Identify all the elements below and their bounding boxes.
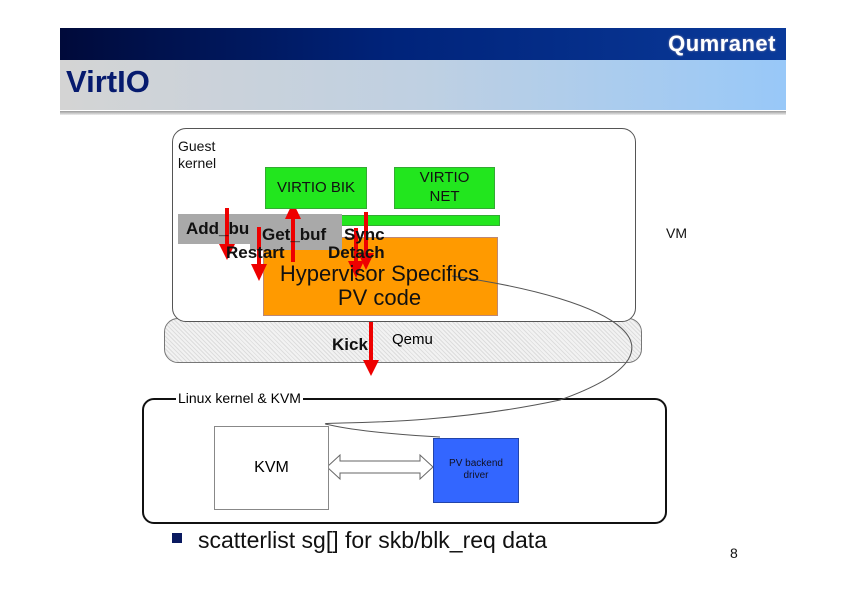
arrow-add-buf-head [219, 244, 235, 260]
virtio-net-box: VIRTIO NET [394, 167, 495, 209]
op-restart: Restart [226, 243, 285, 262]
connector-curve [324, 275, 633, 438]
arrow-kick-head [363, 360, 379, 376]
arrow-restart-head [251, 264, 267, 281]
linux-kvm-label: Linux kernel & KVM [176, 390, 303, 406]
slide-title: VirtIO [66, 64, 150, 99]
page-number: 8 [730, 545, 738, 561]
vm-label: VM [666, 225, 687, 241]
hypervisor-label: Hypervisor Specifics PV code [279, 261, 480, 310]
arrow-get-buf-head [285, 202, 301, 219]
title-divider [60, 111, 786, 115]
bullet-text: scatterlist sg[] for skb/blk_req data [198, 527, 547, 553]
arrow-sync-head [358, 253, 374, 270]
arrow-detach-head [348, 261, 364, 278]
guest-kernel-label: Guest kernel [178, 138, 217, 171]
bullet-marker [172, 533, 182, 543]
qemu-label: Qemu [392, 331, 433, 348]
double-arrow [326, 453, 434, 481]
virtio-blk-box: VIRTIO BIK [265, 167, 367, 209]
header-band [60, 28, 786, 60]
op-sync: Sync [344, 225, 385, 244]
qemu-band [164, 318, 642, 363]
pv-backend-box: PV backend driver [433, 438, 519, 503]
op-detach: Detach [328, 243, 385, 262]
linux-kvm-box [142, 398, 667, 524]
op-get-buf: Get_buf [262, 225, 327, 244]
qumranet-logo: Qumranet [668, 31, 776, 56]
kvm-box: KVM [214, 426, 329, 510]
ops-box-ext [250, 240, 342, 250]
op-add-buf: Add_bu [186, 219, 250, 238]
op-kick: Kick [332, 335, 368, 354]
title-band [60, 60, 786, 110]
